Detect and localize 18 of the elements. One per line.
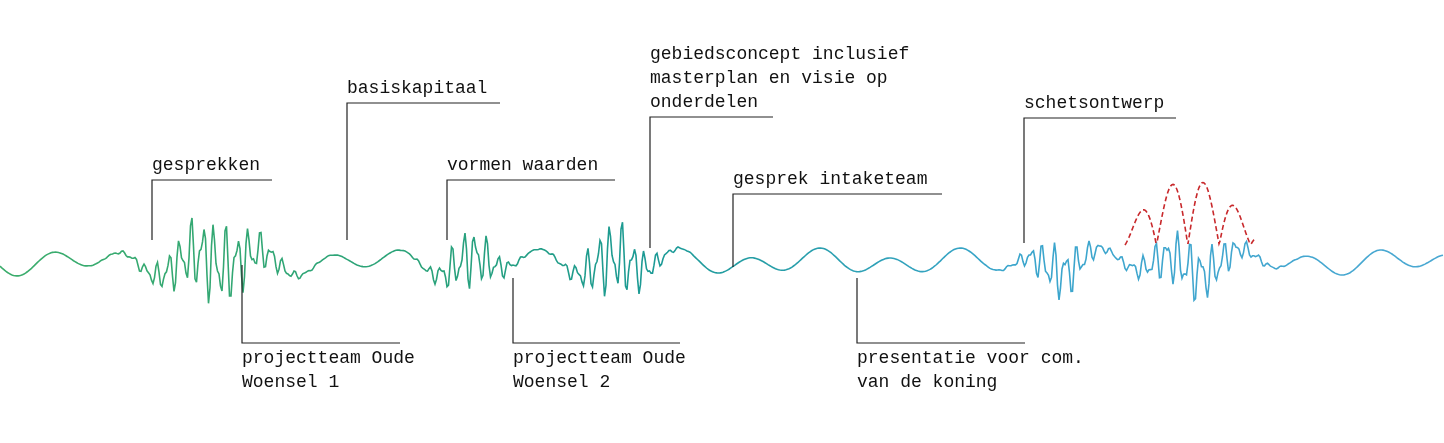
leader-line	[649, 116, 774, 249]
timeline-label: basiskapitaal	[347, 76, 500, 100]
leader-line	[1023, 117, 1177, 244]
timeline-label: gesprek intaketeam	[733, 167, 942, 191]
timeline-label: gebiedsconcept inclusief masterplan en visie op onderdelen	[650, 42, 950, 114]
timeline-label: schetsontwerp	[1024, 91, 1176, 115]
leader-line	[151, 179, 273, 241]
leader-line	[512, 277, 681, 344]
timeline-label: projectteam Oude Woensel 2	[513, 343, 688, 394]
leader-line	[446, 179, 616, 241]
leader-line	[856, 277, 1026, 344]
timeline-label: gesprekken	[152, 153, 272, 177]
leader-line	[241, 264, 401, 344]
timeline-label: projectteam Oude Woensel 1	[242, 343, 417, 394]
timeline-label: presentatie voor com. van de koning	[857, 343, 1087, 394]
timeline-label: vormen waarden	[447, 153, 615, 177]
leader-line	[346, 102, 501, 241]
leader-line	[732, 193, 943, 268]
